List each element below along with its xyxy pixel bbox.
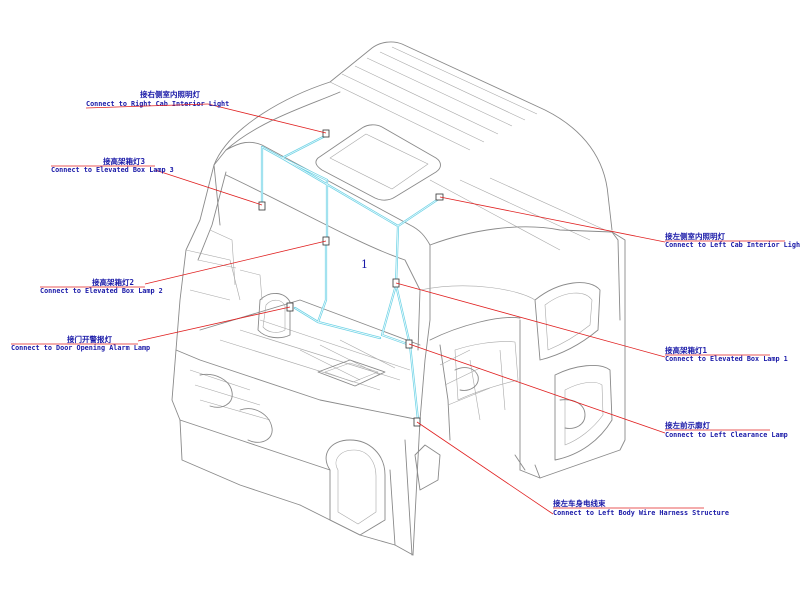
label-elevated-box-lamp-1: 接高架箱灯1 Connect to Elevated Box Lamp 1 [665, 345, 788, 363]
connector-right-cab-interior-light [322, 129, 330, 138]
label-zh: 接右侧室内照明灯 [140, 89, 200, 99]
label-en: Connect to Left Clearance Lamp [665, 431, 788, 439]
label-zh: 接左侧室内照明灯 [665, 231, 725, 241]
label-elevated-box-lamp-3: 接高架箱灯3 Connect to Elevated Box Lamp 3 [51, 156, 174, 174]
label-en: Connect to Door Opening Alarm Lamp [11, 344, 150, 352]
leader-lines [137, 103, 666, 515]
label-left-clearance-lamp: 接左前示廓灯 Connect to Left Clearance Lamp [665, 420, 788, 439]
label-zh: 接左车身电线束 [553, 498, 606, 508]
label-left-cab-interior-light: 接左侧室内照明灯 Connect to Left Cab Interior Li… [665, 231, 800, 249]
label-en: Connect to Left Cab Interior Light [665, 241, 800, 249]
label-en: Connect to Elevated Box Lamp 3 [51, 166, 174, 174]
label-zh: 接高架箱灯3 [103, 156, 145, 166]
label-en: Connect to Left Body Wire Harness Struct… [553, 509, 729, 517]
label-en: Connect to Elevated Box Lamp 2 [40, 287, 163, 295]
connector-left-cab-interior-light [435, 193, 444, 201]
cab-body [171, 41, 626, 556]
label-zh: 接门开警报灯 [67, 334, 112, 344]
label-zh: 接左前示廓灯 [665, 420, 710, 430]
label-elevated-box-lamp-2: 接高架箱灯2 Connect to Elevated Box Lamp 2 [40, 277, 163, 295]
label-right-cab-interior-light: 接右侧室内照明灯 Connect to Right Cab Interior L… [85, 89, 229, 109]
label-en: Connect to Elevated Box Lamp 1 [665, 355, 788, 363]
label-door-opening-alarm-lamp: 接门开警报灯 Connect to Door Opening Alarm Lam… [11, 334, 150, 352]
callout-number: 1 [361, 258, 368, 271]
label-zh: 接高架箱灯2 [92, 277, 134, 287]
connector-elevated-box-lamp-3 [258, 201, 266, 211]
label-en: Connect to Right Cab Interior Light [86, 100, 229, 108]
label-zh: 接高架箱灯1 [665, 345, 707, 355]
label-left-body-wire-harness: 接左车身电线束 Connect to Left Body Wire Harnes… [553, 498, 729, 517]
